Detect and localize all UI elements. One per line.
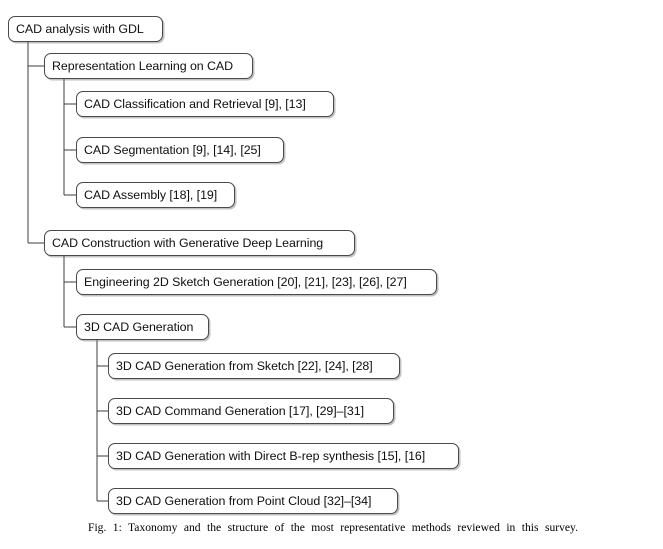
node-label: CAD Classification and Retrieval [9], [1…	[84, 96, 306, 111]
node-label: CAD Assembly [18], [19]	[84, 187, 218, 202]
node-label: 3D CAD Generation	[84, 319, 194, 334]
node-cad-analysis-with-gdl[interactable]: CAD analysis with GDL	[8, 16, 163, 42]
node-3d-cad-generation[interactable]: 3D CAD Generation	[76, 314, 209, 340]
node-representation-learning-on-cad[interactable]: Representation Learning on CAD	[44, 53, 253, 79]
node-3d-cad-generation-from-sketch[interactable]: 3D CAD Generation from Sketch [22], [24]…	[108, 353, 400, 379]
node-label: CAD analysis with GDL	[16, 21, 144, 36]
node-3d-cad-command-generation[interactable]: 3D CAD Command Generation [17], [29]–[31…	[108, 398, 394, 424]
node-engineering-2d-sketch-generation[interactable]: Engineering 2D Sketch Generation [20], […	[76, 269, 437, 295]
node-label: CAD Construction with Generative Deep Le…	[52, 235, 324, 250]
node-label: 3D CAD Generation from Sketch [22], [24]…	[116, 358, 373, 373]
figure-caption: Fig. 1: Taxonomy and the structure of th…	[88, 521, 578, 534]
node-cad-segmentation[interactable]: CAD Segmentation [9], [14], [25]	[76, 137, 284, 163]
node-3d-cad-generation-with-direct-brep-synthesis[interactable]: 3D CAD Generation with Direct B-rep synt…	[108, 443, 459, 469]
node-label: Representation Learning on CAD	[52, 58, 234, 73]
node-3d-cad-generation-from-point-cloud[interactable]: 3D CAD Generation from Point Cloud [32]–…	[108, 488, 398, 514]
node-label: CAD Segmentation [9], [14], [25]	[84, 142, 261, 157]
node-cad-classification-and-retrieval[interactable]: CAD Classification and Retrieval [9], [1…	[76, 91, 334, 117]
node-label: 3D CAD Command Generation [17], [29]–[31…	[116, 403, 364, 418]
node-label: Engineering 2D Sketch Generation [20], […	[84, 274, 407, 289]
node-cad-construction-with-generative-deep-learning[interactable]: CAD Construction with Generative Deep Le…	[44, 230, 355, 256]
node-label: 3D CAD Generation from Point Cloud [32]–…	[116, 493, 372, 508]
node-label: 3D CAD Generation with Direct B-rep synt…	[116, 448, 426, 463]
node-cad-assembly[interactable]: CAD Assembly [18], [19]	[76, 182, 235, 208]
